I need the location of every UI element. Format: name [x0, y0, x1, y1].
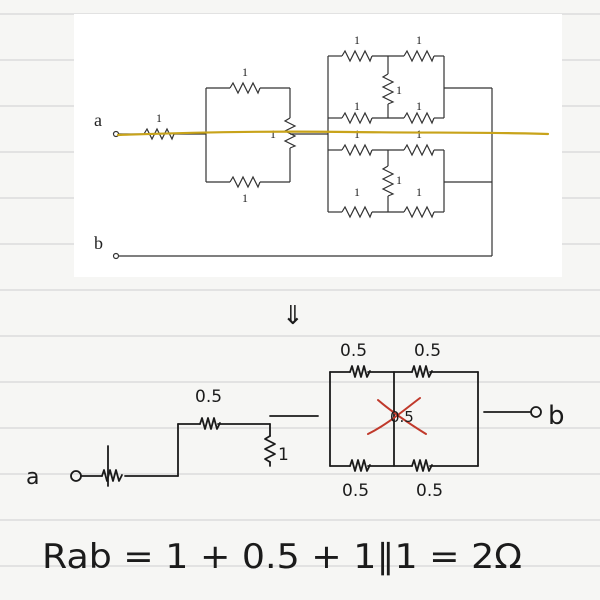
cross-out-mark: [367, 397, 427, 435]
label-shunt: 1: [278, 445, 289, 465]
printed-terminal-b: b: [94, 233, 103, 253]
label-bridge-middle: 0.5: [390, 408, 414, 426]
label-bridge-top-right: 0.5: [414, 341, 441, 361]
down-arrow: ⇓: [282, 301, 304, 331]
printed-circuit-panel: a b 1 1 1 1 1 1 1 1 1 1 1 1 1 1: [74, 14, 562, 277]
label-bridge-top-left: 0.5: [340, 341, 367, 361]
resistor-label: 1: [396, 83, 402, 97]
resistor-label: 1: [396, 173, 402, 187]
label-bridge-bottom-right: 0.5: [416, 481, 443, 501]
resistor-label: 1: [354, 185, 360, 199]
resistor-label: 1: [416, 99, 422, 113]
hand-terminal-a: a: [26, 465, 39, 490]
resistor-label: 1: [354, 99, 360, 113]
resistor-label: 1: [156, 111, 162, 125]
hand-terminal-b: b: [548, 401, 565, 431]
resistor-label: 1: [416, 127, 422, 141]
resistor-label: 1: [242, 65, 248, 79]
label-series-half: 0.5: [195, 387, 222, 407]
printed-circuit-diagram: a b 1 1 1 1 1 1 1 1 1 1 1 1 1 1: [94, 33, 493, 260]
resistor-label: 1: [354, 127, 360, 141]
printed-terminal-a: a: [94, 110, 102, 130]
resistor-label: 1: [270, 127, 276, 141]
label-bridge-bottom-left: 0.5: [342, 481, 369, 501]
resistor-label: 1: [242, 191, 248, 205]
equation-line: Rab = 1 + 0.5 + 1∥1 = 2Ω: [42, 537, 522, 577]
resistor-label: 1: [354, 33, 360, 47]
resistor-label: 1: [416, 185, 422, 199]
resistor-label: 1: [416, 33, 422, 47]
